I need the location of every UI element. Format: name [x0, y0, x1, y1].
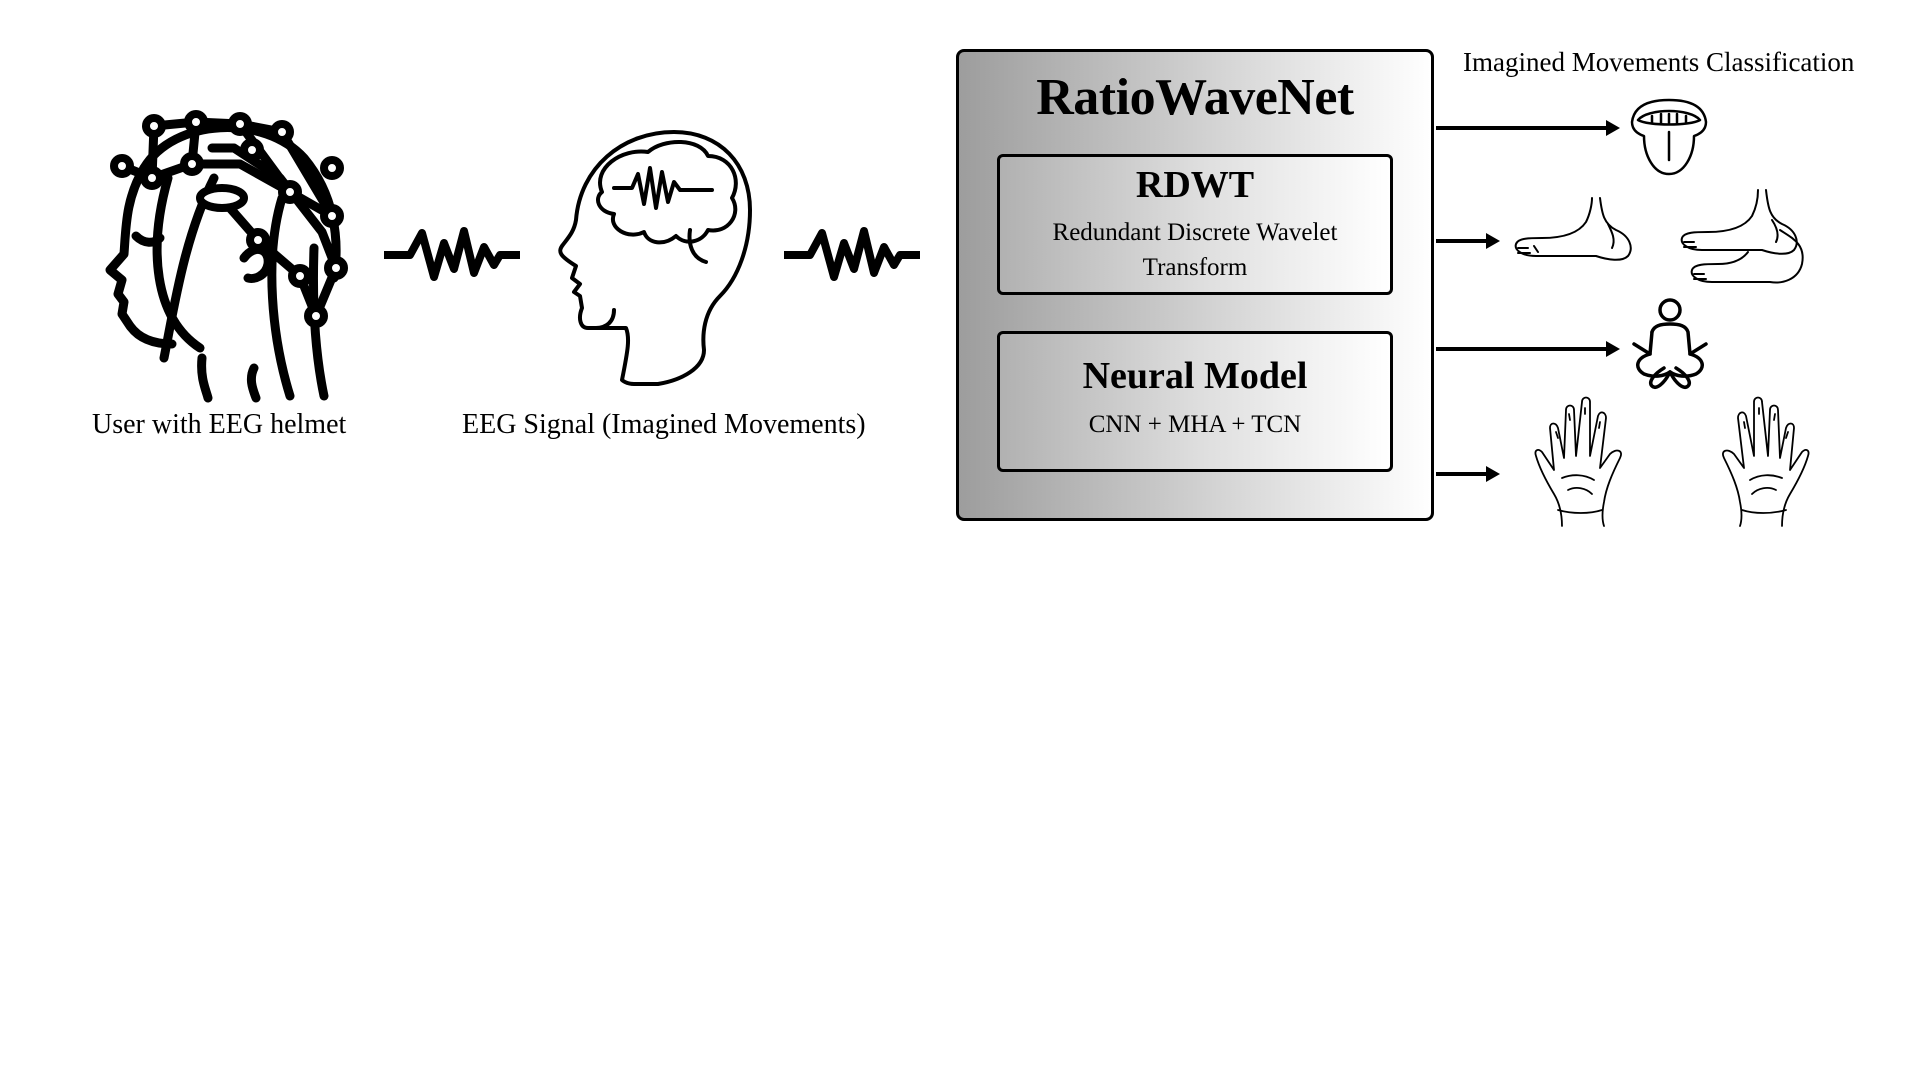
- arrowhead: [1486, 233, 1500, 249]
- neural-model-description: CNN + MHA + TCN: [1088, 411, 1302, 438]
- brain-head-icon: [558, 130, 752, 386]
- eeg-wave-icon: [384, 227, 520, 281]
- eeg-helmet-head-icon: [105, 110, 348, 403]
- neural-model-box: Neural Model CNN + MHA + TCN: [997, 331, 1393, 472]
- tongue-icon: [1630, 98, 1708, 176]
- rdwt-description-line2: Transform: [1142, 254, 1248, 281]
- rdwt-description-line1: Redundant Discrete Wavelet: [1052, 219, 1338, 246]
- arrowhead: [1486, 466, 1500, 482]
- rdwt-box: RDWT Redundant Discrete Wavelet Transfor…: [997, 154, 1393, 295]
- output-title: Imagined Movements Classification: [1463, 47, 1855, 77]
- model-title: RatioWaveNet: [1036, 69, 1354, 126]
- left-hand-icon: [1534, 396, 1622, 527]
- foot-icon: [1514, 197, 1632, 261]
- arrowhead: [1606, 120, 1620, 136]
- signal-caption: EEG Signal (Imagined Movements): [462, 409, 866, 440]
- rdwt-title: RDWT: [1135, 164, 1255, 206]
- right-hand-icon: [1722, 396, 1810, 527]
- eeg-wave-icon: [784, 227, 920, 281]
- ratiowavenet-panel: RatioWaveNet RDWT Redundant Discrete Wav…: [956, 49, 1434, 521]
- neural-model-title: Neural Model: [1082, 355, 1308, 397]
- user-caption: User with EEG helmet: [92, 409, 347, 440]
- arrowhead: [1606, 341, 1620, 357]
- feet-pair-icon: [1680, 189, 1804, 284]
- meditation-icon: [1632, 298, 1708, 389]
- output-arrows: [1436, 120, 1620, 482]
